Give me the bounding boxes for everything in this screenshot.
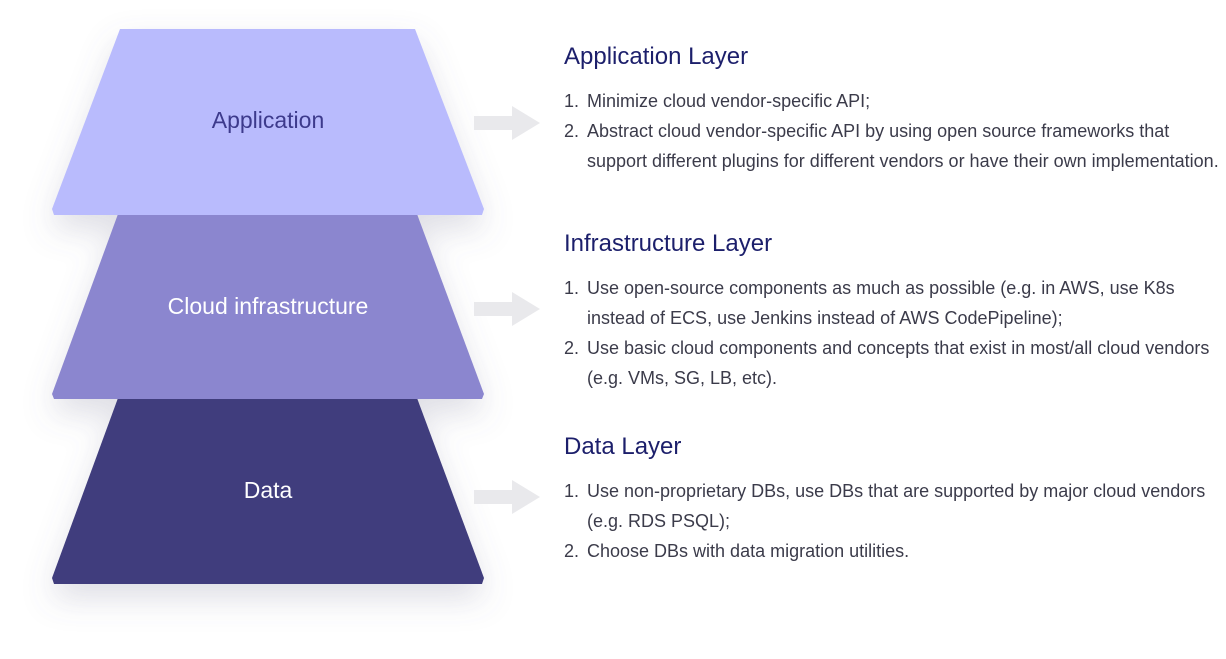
list-item-text: Minimize cloud vendor-specific API; (587, 91, 871, 111)
arrow-right-icon (474, 292, 540, 326)
list-item-text: Use basic cloud components and concepts … (587, 338, 1210, 388)
list-item-text: Abstract cloud vendor-specific API by us… (587, 121, 1219, 171)
layer-application-shape (52, 29, 484, 215)
list-item-number: 2. (564, 338, 580, 358)
arrow-right-icon (474, 106, 540, 140)
list-item-number: 2. (564, 541, 580, 561)
section-data-layer: Data Layer 1. Use non-proprietary DBs, u… (564, 432, 1224, 566)
list-item-text: Use open-source components as much as po… (587, 278, 1175, 328)
section-heading: Application Layer (564, 43, 749, 70)
arrow-right-icon (474, 480, 540, 514)
list-item-text: Choose DBs with data migration utilities… (587, 541, 910, 561)
layer-data-shape (52, 398, 484, 584)
layer-application-label: Application (212, 107, 325, 133)
list-item-number: 1. (564, 278, 580, 298)
list-item: 1. Use non-proprietary DBs, use DBs that… (564, 476, 1224, 536)
list-item-text: Use non-proprietary DBs, use DBs that ar… (587, 481, 1206, 531)
list-item-number: 2. (564, 121, 580, 141)
list-item: 2. Choose DBs with data migration utilit… (564, 536, 1224, 566)
list-item: 2. Use basic cloud components and concep… (564, 333, 1224, 393)
list-item: 1. Use open-source components as much as… (564, 273, 1224, 333)
section-application-layer: Application Layer 1. Minimize cloud vend… (564, 42, 1224, 176)
layer-pyramid: Application Cloud infrastructure Data (52, 29, 484, 584)
section-heading: Data Layer (564, 433, 682, 460)
list-item: 2. Abstract cloud vendor-specific API by… (564, 116, 1224, 176)
layer-infrastructure-shape (52, 214, 484, 399)
section-infrastructure-layer: Infrastructure Layer 1. Use open-source … (564, 229, 1224, 393)
section-list: 1. Use open-source components as much as… (564, 273, 1224, 393)
section-list: 1. Use non-proprietary DBs, use DBs that… (564, 476, 1224, 566)
layer-infrastructure-label: Cloud infrastructure (168, 293, 369, 319)
section-heading: Infrastructure Layer (564, 230, 773, 257)
section-list: 1. Minimize cloud vendor-specific API; 2… (564, 86, 1224, 176)
layer-data-label: Data (244, 477, 293, 503)
list-item-number: 1. (564, 91, 580, 111)
list-item: 1. Minimize cloud vendor-specific API; (564, 86, 1224, 116)
list-item-number: 1. (564, 481, 580, 501)
